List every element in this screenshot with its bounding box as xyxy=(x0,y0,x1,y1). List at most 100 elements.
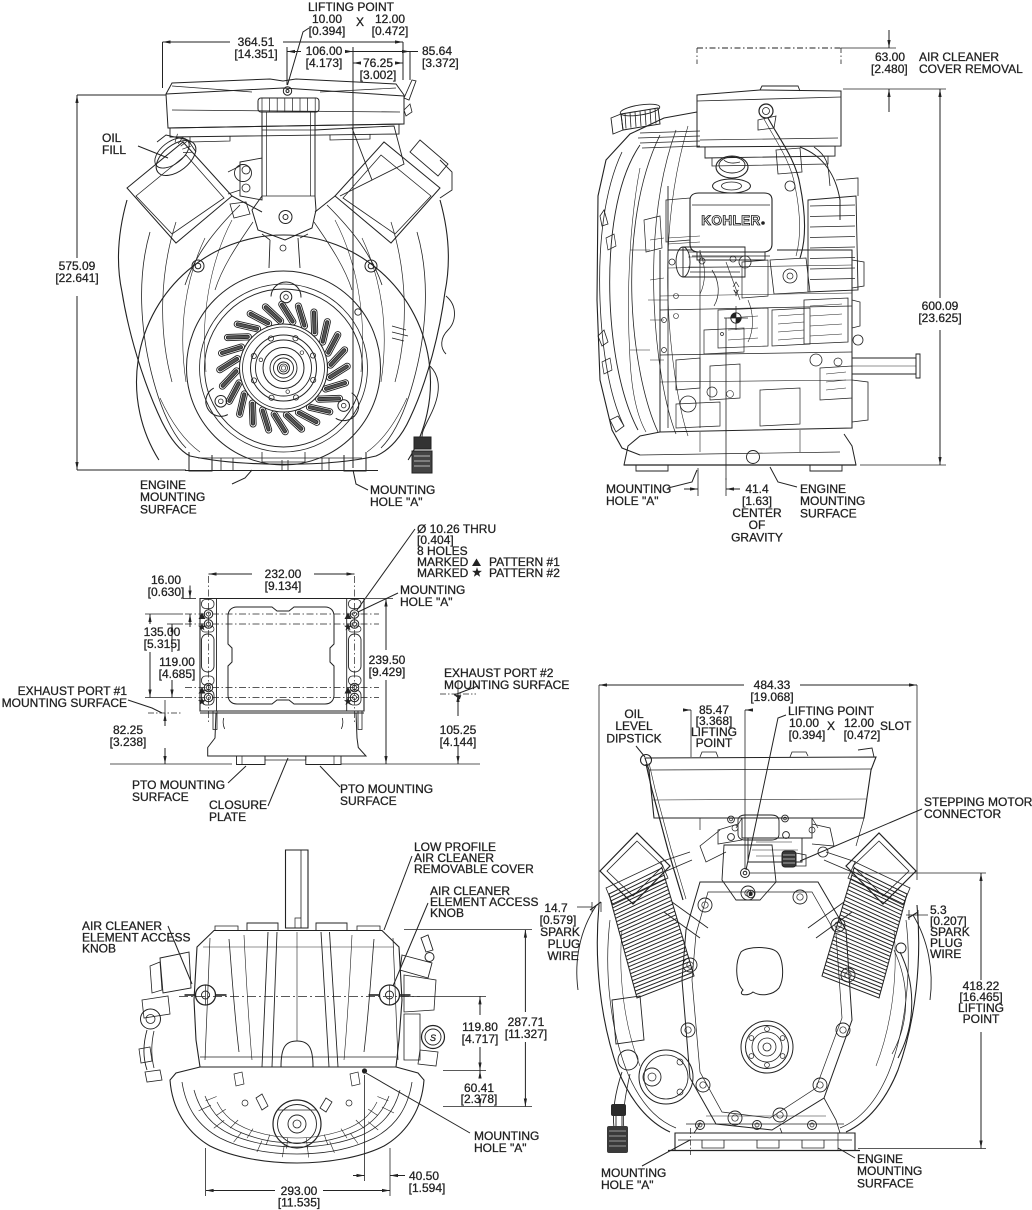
svg-text:SURFACE: SURFACE xyxy=(132,790,189,804)
svg-text:PATTERN #2: PATTERN #2 xyxy=(489,566,560,580)
svg-text:MOUNTING: MOUNTING xyxy=(140,490,205,504)
svg-text:232.00: 232.00 xyxy=(265,567,302,581)
svg-text:SPARK: SPARK xyxy=(540,925,580,939)
svg-text:[2.480]: [2.480] xyxy=(871,62,908,76)
svg-text:575.09: 575.09 xyxy=(59,259,96,273)
svg-text:SURFACE: SURFACE xyxy=(800,506,857,520)
svg-text:287.71: 287.71 xyxy=(508,1015,545,1029)
svg-text:[3.372]: [3.372] xyxy=(422,56,459,70)
svg-text:WIRE: WIRE xyxy=(930,947,961,961)
svg-text:ENGINE: ENGINE xyxy=(140,478,186,492)
svg-text:SLOT: SLOT xyxy=(880,719,912,733)
svg-text:EXHAUST PORT #1: EXHAUST PORT #1 xyxy=(18,684,128,698)
svg-text:WIRE: WIRE xyxy=(547,949,578,963)
svg-text:REMOVABLE COVER: REMOVABLE COVER xyxy=(414,862,534,876)
svg-text:STEPPING MOTOR: STEPPING MOTOR xyxy=(924,795,1032,809)
svg-text:484.33: 484.33 xyxy=(754,678,791,692)
svg-text:MOUNTING: MOUNTING xyxy=(857,1164,922,1178)
svg-text:LIFTING POINT: LIFTING POINT xyxy=(308,0,395,14)
svg-text:POINT: POINT xyxy=(963,1012,1000,1026)
svg-text:293.00: 293.00 xyxy=(281,1184,318,1198)
svg-text:SURFACE: SURFACE xyxy=(857,1176,914,1190)
svg-text:[0.394]: [0.394] xyxy=(789,728,826,742)
svg-text:[3.368]: [3.368] xyxy=(696,714,733,728)
svg-text:DIPSTICK: DIPSTICK xyxy=(606,731,661,745)
svg-text:76.25: 76.25 xyxy=(363,56,393,70)
svg-text:[23.625]: [23.625] xyxy=(918,311,961,325)
svg-text:600.09: 600.09 xyxy=(922,299,959,313)
svg-text:14.7: 14.7 xyxy=(544,901,568,915)
svg-text:[11.327]: [11.327] xyxy=(505,1027,547,1041)
svg-text:Y: Y xyxy=(733,289,739,298)
svg-text:[4.685]: [4.685] xyxy=(159,667,196,681)
svg-text:CENTER: CENTER xyxy=(732,506,782,520)
svg-text:[0.394]: [0.394] xyxy=(309,24,346,38)
svg-text:[22.641]: [22.641] xyxy=(55,271,98,285)
svg-text:X: X xyxy=(827,719,835,733)
svg-text:ENGINE: ENGINE xyxy=(800,482,846,496)
svg-text:[0.630]: [0.630] xyxy=(148,585,185,599)
svg-text:16.00: 16.00 xyxy=(151,573,181,587)
svg-text:MOUNTING: MOUNTING xyxy=(606,482,671,496)
svg-text:MOUNTING SURFACE: MOUNTING SURFACE xyxy=(2,696,127,710)
svg-text:[5.315]: [5.315] xyxy=(144,637,181,651)
svg-text:[14.351]: [14.351] xyxy=(234,47,277,61)
svg-text:HOLE "A": HOLE "A" xyxy=(606,494,659,508)
svg-text:S: S xyxy=(430,1033,436,1043)
svg-text:10.00: 10.00 xyxy=(312,12,342,26)
svg-text:AIR CLEANER: AIR CLEANER xyxy=(82,919,162,933)
svg-text:MARKED: MARKED xyxy=(417,555,469,569)
svg-text:PLATE: PLATE xyxy=(209,810,246,824)
svg-text:PTO MOUNTING: PTO MOUNTING xyxy=(132,778,225,792)
svg-text:[9.134]: [9.134] xyxy=(265,579,302,593)
svg-text:[0.472]: [0.472] xyxy=(372,24,409,38)
svg-text:[3.238]: [3.238] xyxy=(110,735,147,749)
svg-text:ENGINE: ENGINE xyxy=(857,1152,903,1166)
svg-text:[1.594]: [1.594] xyxy=(409,1181,446,1195)
svg-text:MARKED: MARKED xyxy=(417,566,469,580)
svg-text:[4.144]: [4.144] xyxy=(440,735,477,749)
svg-text:SURFACE: SURFACE xyxy=(140,502,197,516)
svg-text:[0.472]: [0.472] xyxy=(844,728,881,742)
svg-text:AIR CLEANER: AIR CLEANER xyxy=(919,50,999,64)
svg-text:85.47: 85.47 xyxy=(699,703,729,717)
svg-text:12.00: 12.00 xyxy=(375,12,405,26)
svg-text:119.80: 119.80 xyxy=(462,1020,498,1034)
svg-text:COVER REMOVAL: COVER REMOVAL xyxy=(919,62,1023,76)
svg-text:12.00: 12.00 xyxy=(844,716,874,730)
svg-text:[19.068]: [19.068] xyxy=(750,690,793,704)
svg-text:MOUNTING: MOUNTING xyxy=(601,1166,666,1180)
svg-text:418.22: 418.22 xyxy=(963,979,1000,993)
svg-text:MOUNTING: MOUNTING xyxy=(370,483,435,497)
svg-text:Ø 10.26 THRU: Ø 10.26 THRU xyxy=(417,522,496,536)
svg-text:X: X xyxy=(356,15,364,29)
svg-text:MOUNTING: MOUNTING xyxy=(474,1129,539,1143)
svg-text:LIFTING: LIFTING xyxy=(958,1001,1004,1015)
svg-text:ELEMENT ACCESS: ELEMENT ACCESS xyxy=(430,895,538,909)
svg-text:60.41: 60.41 xyxy=(464,1081,494,1095)
svg-text:41.4: 41.4 xyxy=(745,482,769,496)
svg-text:63.00: 63.00 xyxy=(875,50,905,64)
svg-text:OIL: OIL xyxy=(102,131,122,145)
svg-text:[9.429]: [9.429] xyxy=(369,665,406,679)
svg-text:HOLE "A": HOLE "A" xyxy=(601,1178,654,1192)
svg-text:[2.378]: [2.378] xyxy=(461,1092,498,1106)
svg-text:FILL: FILL xyxy=(102,143,126,157)
svg-text:GRAVITY: GRAVITY xyxy=(731,530,783,544)
svg-text:ELEMENT ACCESS: ELEMENT ACCESS xyxy=(82,930,190,944)
svg-text:SPARK: SPARK xyxy=(930,925,970,939)
svg-text:SURFACE: SURFACE xyxy=(340,794,397,808)
svg-text:HOLE "A": HOLE "A" xyxy=(400,595,453,609)
svg-text:106.00: 106.00 xyxy=(306,44,343,58)
svg-text:[0.404]: [0.404] xyxy=(417,533,454,547)
svg-text:[16.465]: [16.465] xyxy=(959,990,1002,1004)
svg-text:POINT: POINT xyxy=(696,736,733,750)
svg-text:8 HOLES: 8 HOLES xyxy=(417,544,468,558)
svg-text:LIFTING: LIFTING xyxy=(691,725,737,739)
svg-text:MOUNTING: MOUNTING xyxy=(400,583,465,597)
svg-text:PLUG: PLUG xyxy=(548,937,581,951)
svg-text:MOUNTING SURFACE: MOUNTING SURFACE xyxy=(444,678,569,692)
svg-text:AIR CLEANER: AIR CLEANER xyxy=(430,884,510,898)
svg-text:82.25: 82.25 xyxy=(113,723,143,737)
svg-text:OF: OF xyxy=(749,518,766,532)
